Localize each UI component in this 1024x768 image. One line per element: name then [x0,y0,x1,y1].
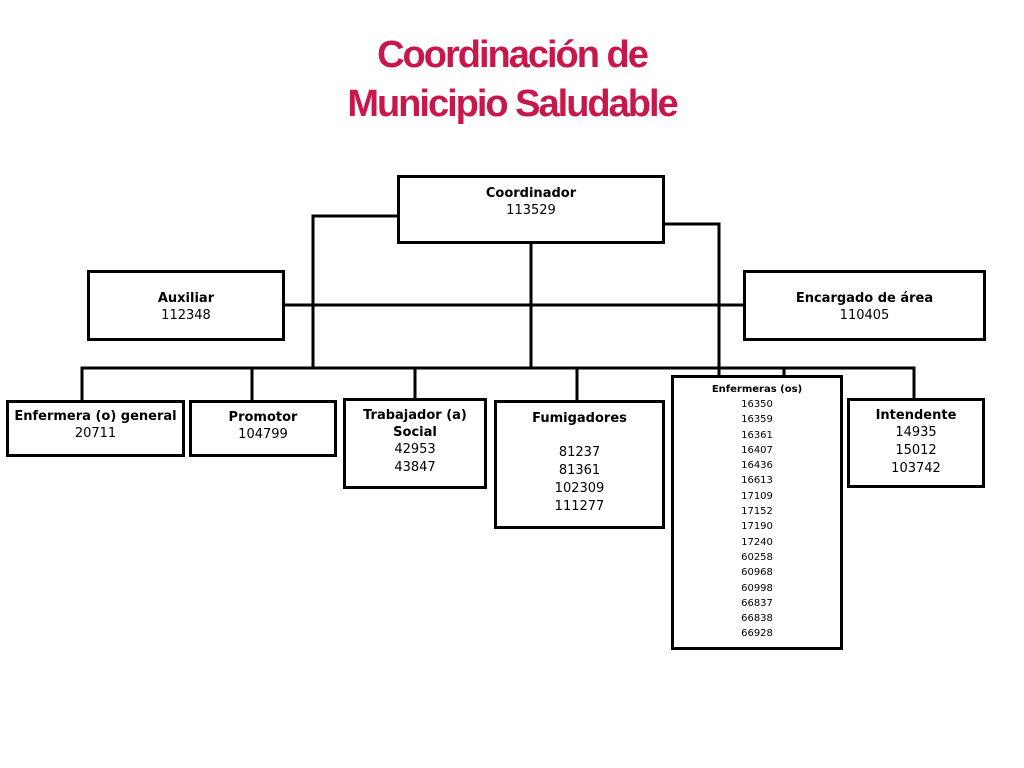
node-value: 66837 [741,597,773,609]
node-value: 16407 [741,444,773,456]
page-title-line-1: Coordinación de [377,34,649,76]
node-value: 110405 [839,308,890,323]
node-enfermera-general: Enfermera (o) general 20711 [6,400,185,457]
node-coordinador: Coordinador 113529 [397,175,665,244]
node-title: Coordinador [485,186,577,201]
node-value: 66928 [741,628,773,640]
node-value: 112348 [161,308,211,323]
page-title-line-2: Municipio Saludable [347,83,678,125]
node-intendente: Intendente 14935 15012 103742 [847,398,985,488]
node-encargado-de-area: Encargado de área 110405 [743,270,986,341]
node-value: 60258 [741,551,773,563]
node-title: Promotor [228,410,298,425]
node-value: 16361 [741,429,773,441]
node-value: 81237 [558,445,601,460]
node-value: 113529 [506,203,556,218]
node-title: Social [393,425,437,440]
node-value: 42953 [394,442,436,457]
node-title: Fumigadores [532,411,627,426]
node-value: 15012 [895,443,937,458]
node-value: 66838 [741,613,773,625]
node-value: 16350 [741,399,773,410]
node-value: 16436 [741,460,773,472]
node-title: Enfermera (o) general [14,409,177,424]
node-value: 103742 [891,461,941,476]
node-value: 20711 [74,426,117,441]
node-value: 17240 [741,536,773,548]
node-value: 104799 [238,427,288,442]
node-value: 16613 [741,475,773,487]
node-value: 60968 [741,567,773,579]
node-title: Intendente [875,408,957,423]
node-fumigadores: Fumigadores 81237 81361 102309 111277 [494,400,665,529]
node-value: 102309 [554,481,605,496]
node-promotor: Promotor 104799 [189,400,337,457]
node-value: 43847 [394,460,436,475]
node-value: 60998 [741,582,773,594]
node-title: Auxiliar [157,291,215,306]
node-value: 17190 [741,521,773,533]
node-value: 16359 [741,414,773,426]
node-title: Trabajador (a) [363,408,467,423]
node-title: Enfermeras (os) [711,384,803,395]
node-auxiliar: Auxiliar 112348 [87,270,285,341]
node-value: 81361 [558,463,601,478]
node-enfermeras: Enfermeras (os) 16350 16359 16361 16407 … [671,375,843,650]
node-value: 17109 [741,490,773,502]
node-value: 17152 [741,506,773,518]
node-trabajador-social: Trabajador (a) Social 42953 43847 [343,398,487,489]
node-value: 111277 [554,499,605,514]
node-title: Encargado de área [795,291,934,306]
node-value: 14935 [895,425,937,440]
